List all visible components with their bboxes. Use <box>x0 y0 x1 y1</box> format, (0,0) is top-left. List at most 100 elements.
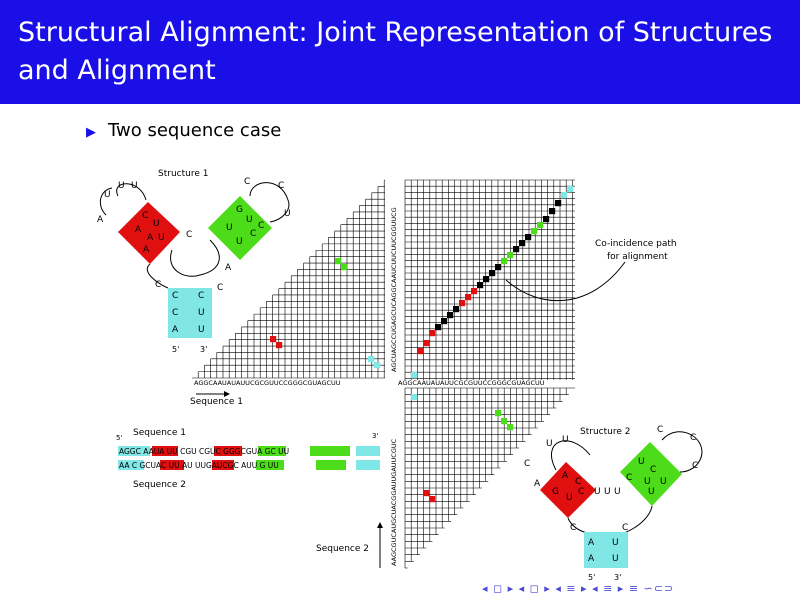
structure2-label: Structure 2 <box>580 427 630 437</box>
structure2-pair-cell <box>507 424 514 431</box>
structure1-cyan-stem <box>168 288 212 338</box>
structure1-pair-cell <box>368 356 375 363</box>
svg-text:A: A <box>172 325 179 335</box>
svg-text:C: C <box>217 283 223 293</box>
seq1-horizontal-text: AGGCAAUAUAUUCGCGUUCCGGGCGUAGCUU <box>194 379 341 387</box>
title-bar: Structural Alignment: Joint Representati… <box>0 0 800 104</box>
bullet-text: Two sequence case <box>108 120 282 141</box>
coincidence-path-cell <box>531 228 538 235</box>
coincidence-path-cell <box>453 306 460 313</box>
coincidence-path-cell <box>537 222 544 229</box>
svg-text:A: A <box>97 215 104 225</box>
bullet-item: ▶Two sequence case <box>86 120 281 141</box>
svg-text:U: U <box>660 477 667 487</box>
svg-text:A: A <box>225 263 232 273</box>
coincidence-path-cell <box>555 200 562 207</box>
svg-text:A: A <box>147 233 154 243</box>
svg-text:U: U <box>612 538 619 548</box>
svg-text:U: U <box>153 219 160 229</box>
structure2-cyan-stem <box>584 532 628 568</box>
coincidence-path-cell <box>423 340 430 347</box>
svg-text:C: C <box>244 177 250 187</box>
coincidence-path-cell <box>459 300 466 307</box>
coincidence-path-cell <box>495 264 502 271</box>
coincidence-path-cell <box>441 318 448 325</box>
svg-text:U: U <box>246 215 253 225</box>
svg-text:C: C <box>570 523 576 533</box>
svg-text:C: C <box>250 229 256 239</box>
svg-text:U: U <box>614 487 621 497</box>
svg-text:U: U <box>638 457 645 467</box>
svg-text:A: A <box>135 225 142 235</box>
coincidence-path-cell <box>447 312 454 319</box>
svg-text:U: U <box>198 308 205 318</box>
svg-text:3': 3' <box>614 573 621 582</box>
svg-text:A: A <box>562 471 569 481</box>
svg-text:U: U <box>566 493 573 503</box>
callout-line2: for alignment <box>607 252 668 262</box>
svg-text:U: U <box>604 487 611 497</box>
callout-line1: Co-incidence path <box>595 239 677 249</box>
svg-text:5': 5' <box>588 573 595 582</box>
svg-text:U: U <box>158 233 165 243</box>
structure1-pair-cell <box>276 342 283 349</box>
structure1-green-helix <box>208 196 272 260</box>
slide-title-line1: Structural Alignment: Joint Representati… <box>18 17 773 48</box>
svg-text:C: C <box>155 280 161 290</box>
upper-dot-plot-grid <box>192 179 575 380</box>
structure1-red-helix <box>118 202 180 264</box>
coincidence-path-cell <box>477 282 484 289</box>
svg-text:C: C <box>622 523 628 533</box>
structure1-pair-cell <box>270 336 277 343</box>
seq-vertical-top-text: AGCUAGCCUGAGCUCAGGCAAUCUUCUUCGGUUCG <box>390 207 398 372</box>
svg-text:3': 3' <box>372 432 378 440</box>
svg-text:U: U <box>236 237 243 247</box>
svg-text:C: C <box>578 487 584 497</box>
svg-text:U: U <box>131 181 138 191</box>
coincidence-path-cell <box>411 372 418 379</box>
seq-vertical-bottom-text: AAGCGUCAUGCUACGGAUUGAUUCGUC <box>390 438 398 566</box>
svg-text:C: C <box>198 291 204 301</box>
sequence2-label-vertical: Sequence 2 <box>316 544 369 554</box>
svg-text:U: U <box>104 190 111 200</box>
svg-text:C: C <box>690 433 696 443</box>
slide-title-line2: and Alignment <box>18 55 216 86</box>
alignment-seq2-label: Sequence 2 <box>133 480 186 490</box>
svg-text:U: U <box>226 223 233 233</box>
alignment-row1: AGGC AAUA UU CGU CGUC GGGCGUA GC UU <box>119 447 289 456</box>
coincidence-path-cell <box>465 294 472 301</box>
coincidence-path-cell <box>483 276 490 283</box>
structure2-pair-cell <box>429 496 436 503</box>
svg-text:C: C <box>575 477 581 487</box>
svg-text:A: A <box>588 554 595 564</box>
structure2-red-helix <box>540 462 596 518</box>
svg-text:U: U <box>198 325 205 335</box>
sequence1-label: Sequence 1 <box>190 397 243 407</box>
svg-text:5': 5' <box>116 434 122 442</box>
svg-text:U: U <box>562 435 569 445</box>
svg-text:C: C <box>258 221 264 231</box>
svg-text:A: A <box>534 479 541 489</box>
svg-text:G: G <box>552 487 559 497</box>
svg-text:5': 5' <box>172 345 179 354</box>
alignment-row2: AA C GCUAC UU AU UUGAUCGC AUU G UU <box>119 461 279 470</box>
coincidence-path-cell <box>435 324 442 331</box>
svg-text:U: U <box>648 487 655 497</box>
structure1-pair-cell <box>374 362 381 369</box>
svg-text:U: U <box>284 209 291 219</box>
coincidence-path-cell <box>519 240 526 247</box>
beamer-navigation-bar[interactable]: ◂ ◻ ▸ ◂ ◻ ▸ ◂ ≡ ▸ ◂ ≡ ▸ ≡ ∽⊂⊃ <box>482 582 675 595</box>
svg-text:3': 3' <box>200 345 207 354</box>
coincidence-path-cell <box>567 186 574 193</box>
svg-text:C: C <box>278 181 284 191</box>
coincidence-path-cell <box>507 252 514 259</box>
svg-text:C: C <box>172 308 178 318</box>
coincidence-path-cell <box>543 216 550 223</box>
coincidence-path-cell <box>525 234 532 241</box>
structure2-pair-cell <box>495 410 502 417</box>
seq1-horizontal-text-right: AGGCAAUAUAUUCGCGUUCCGGGCGUAGCUU <box>398 379 545 387</box>
coincidence-path-cell <box>513 246 520 253</box>
svg-text:C: C <box>657 425 663 435</box>
